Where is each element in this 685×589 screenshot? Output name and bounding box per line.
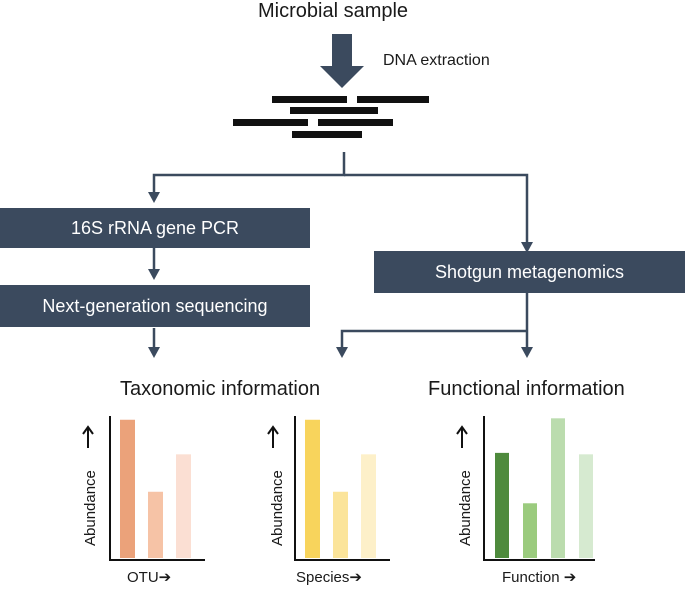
extraction-arrow-icon bbox=[320, 34, 364, 88]
chart-otu-ylabel: Abundance bbox=[82, 470, 99, 546]
up-arrow-icon bbox=[267, 425, 279, 448]
up-arrow-icon bbox=[82, 425, 94, 448]
chart-species-xlabel-text: Species bbox=[296, 569, 350, 586]
chart-species-xlabel: Species➔ bbox=[296, 568, 362, 586]
chart-bar bbox=[176, 454, 191, 558]
dna-fragments-icon bbox=[233, 96, 429, 138]
chart-bar bbox=[551, 418, 565, 558]
chart-bar bbox=[579, 454, 593, 558]
diagram-title: Microbial sample bbox=[258, 0, 409, 22]
right-arrow-icon: ➔ bbox=[349, 569, 362, 586]
chart-bar bbox=[361, 454, 376, 558]
chart-axes bbox=[294, 416, 390, 561]
chart-function bbox=[456, 416, 595, 561]
taxonomic-title: Taxonomic information bbox=[120, 378, 321, 400]
connector-arrowheads bbox=[148, 192, 533, 358]
chart-bar bbox=[523, 503, 537, 558]
chart-function-xlabel: Function ➔ bbox=[502, 568, 576, 586]
chart-bar bbox=[148, 491, 163, 558]
chart-species-ylabel: Abundance bbox=[269, 470, 286, 546]
chart-bar bbox=[333, 491, 348, 558]
dna-extraction-label: DNA extraction bbox=[383, 52, 490, 69]
chart-function-ylabel: Abundance bbox=[457, 470, 474, 546]
chart-species bbox=[267, 416, 390, 561]
shotgun-box: Shotgun metagenomics bbox=[374, 251, 685, 293]
ngs-box: Next-generation sequencing bbox=[0, 285, 310, 327]
chart-otu-xlabel: OTU➔ bbox=[127, 568, 171, 586]
chart-axes bbox=[109, 416, 205, 561]
right-arrow-icon: ➔ bbox=[158, 569, 172, 586]
flow-connectors bbox=[152, 152, 529, 352]
functional-title: Functional information bbox=[428, 378, 625, 400]
chart-bar bbox=[305, 419, 320, 558]
chart-otu-xlabel-text: OTU bbox=[127, 569, 159, 586]
chart-function-xlabel-text: Function bbox=[502, 569, 560, 586]
chart-bar bbox=[495, 452, 509, 558]
up-arrow-icon bbox=[456, 425, 468, 448]
chart-axes bbox=[483, 416, 595, 561]
right-arrow-icon: ➔ bbox=[563, 569, 577, 586]
chart-otu bbox=[82, 416, 205, 561]
chart-bar bbox=[120, 419, 135, 558]
pcr-box: 16S rRNA gene PCR bbox=[0, 208, 310, 248]
